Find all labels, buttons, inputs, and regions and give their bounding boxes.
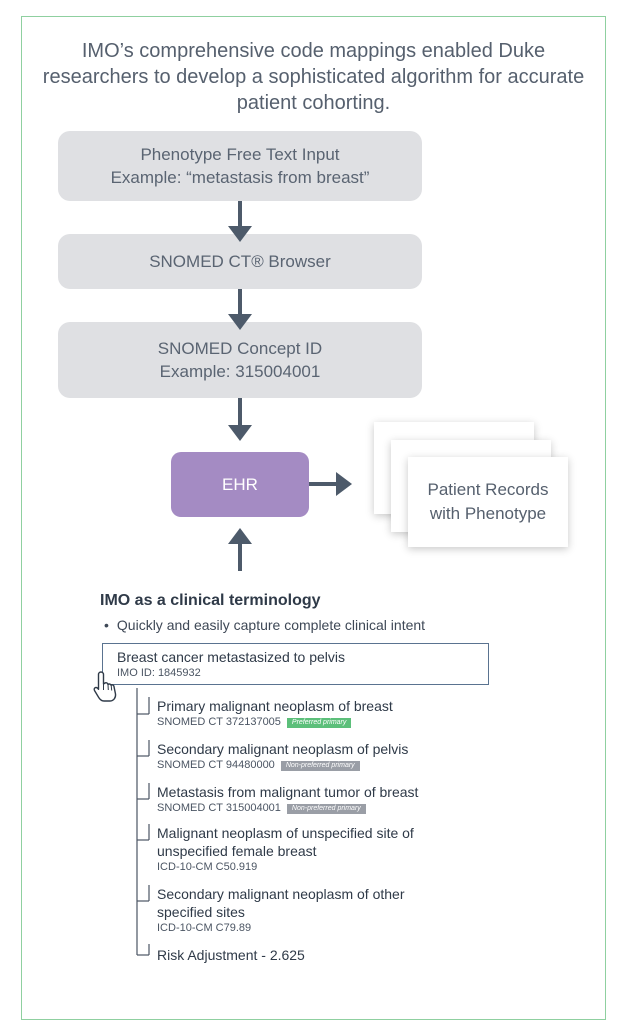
mapping-code-text: SNOMED CT 94480000 <box>157 759 275 771</box>
imo-concept-box[interactable]: Breast cancer metastasized to pelvis IMO… <box>102 643 489 685</box>
terminology-bullet: • Quickly and easily capture complete cli… <box>104 617 425 633</box>
non-preferred-badge: Non-preferred primary <box>280 761 360 771</box>
phenotype-input-label: Phenotype Free Text Input <box>140 145 340 164</box>
snomed-browser-label: SNOMED CT® Browser <box>149 252 331 271</box>
terminology-bullet-text: Quickly and easily capture complete clin… <box>116 617 426 633</box>
patient-records-label-line2: with Phenotype <box>429 504 547 523</box>
mapping-code: SNOMED CT 372137005 Preferred primary <box>157 715 393 729</box>
mapping-title-line1: Secondary malignant neoplasm of other <box>157 886 405 902</box>
mapping-title-line2: unspecified female breast <box>157 843 317 859</box>
ehr-label: EHR <box>222 474 258 494</box>
mapping-item-3: Metastasis from malignant tumor of breas… <box>157 783 418 815</box>
mapping-title: Primary malignant neoplasm of breast <box>157 698 393 714</box>
phenotype-input-box: Phenotype Free Text Input Example: “meta… <box>58 131 422 201</box>
mapping-code: ICD-10-CM C79.89 <box>157 922 252 934</box>
imo-concept-id: IMO ID: 1845932 <box>117 667 201 679</box>
mapping-code: SNOMED CT 315004001 Non-preferred primary <box>157 801 418 815</box>
snomed-concept-box: SNOMED Concept ID Example: 315004001 <box>58 322 422 398</box>
mapping-title-line1: Malignant neoplasm of unspecified site o… <box>157 825 414 841</box>
bullet-dot: • <box>104 617 109 633</box>
mapping-title-line2: specified sites <box>157 904 245 920</box>
headline: IMO’s comprehensive code mappings enable… <box>42 40 585 114</box>
non-preferred-badge: Non-preferred primary <box>286 804 366 814</box>
mapping-code-text: SNOMED CT 372137005 <box>157 716 281 728</box>
snomed-browser-box: SNOMED CT® Browser <box>58 234 422 289</box>
mapping-code: SNOMED CT 94480000 Non-preferred primary <box>157 758 408 772</box>
mapping-item-6: Risk Adjustment - 2.625 <box>157 946 305 964</box>
snomed-concept-label: SNOMED Concept ID <box>157 339 323 358</box>
preferred-badge: Preferred primary <box>286 718 352 728</box>
patient-records-label-line1: Patient Records <box>427 480 549 499</box>
patient-records-card: Patient Records with Phenotype <box>408 457 568 547</box>
mapping-title: Secondary malignant neoplasm of pelvis <box>157 741 409 757</box>
mapping-item-4: Malignant neoplasm of unspecified site o… <box>157 824 414 874</box>
hand-pointer-icon <box>93 671 117 702</box>
mapping-item-1: Primary malignant neoplasm of breast SNO… <box>157 697 393 729</box>
mapping-title: Metastasis from malignant tumor of breas… <box>157 784 419 800</box>
mapping-item-5: Secondary malignant neoplasm of other sp… <box>157 885 404 935</box>
snomed-concept-example: Example: 315004001 <box>159 362 321 381</box>
mapping-code-text: SNOMED CT 315004001 <box>157 802 281 814</box>
risk-adjustment-label: Risk Adjustment - 2.625 <box>157 947 305 963</box>
imo-concept-title: Breast cancer metastasized to pelvis <box>117 649 345 665</box>
mapping-item-2: Secondary malignant neoplasm of pelvis S… <box>157 740 408 772</box>
ehr-box: EHR <box>171 452 309 517</box>
terminology-title: IMO as a clinical terminology <box>100 592 321 609</box>
mapping-code: ICD-10-CM C50.919 <box>157 861 258 873</box>
outer-frame <box>21 16 606 1020</box>
phenotype-input-example: Example: “metastasis from breast” <box>110 168 370 187</box>
